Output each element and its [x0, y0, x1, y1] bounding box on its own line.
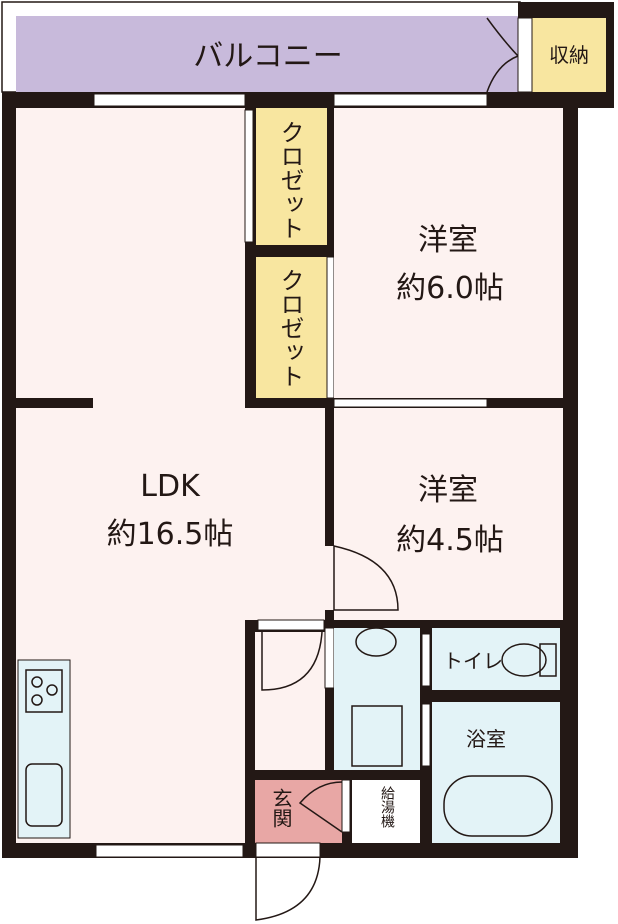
- toilet-bowl-icon: [501, 643, 547, 677]
- ldk-size: 約16.5帖: [107, 517, 234, 552]
- window-bedroom-1-2: [333, 398, 488, 408]
- front-door-swing: [255, 856, 321, 921]
- bath-label: 浴室: [466, 727, 506, 751]
- hallway: [255, 632, 325, 770]
- bathtub-icon: [443, 775, 553, 837]
- window-ldk: [93, 93, 246, 107]
- ldk: [16, 408, 325, 620]
- wash-basin-icon: [355, 627, 397, 657]
- bedroom-2-door-swing: [333, 545, 399, 611]
- bedroom-1-name: 洋室: [418, 223, 478, 258]
- window-bedroom-1: [333, 93, 488, 107]
- stove-icon: [25, 669, 63, 713]
- closet-upper-label: クロゼット: [276, 120, 304, 240]
- washing-machine-pan-icon: [351, 705, 403, 767]
- bedroom-2: [334, 408, 563, 620]
- hallway-door-swing: [261, 631, 323, 691]
- sink-icon: [25, 763, 63, 827]
- storage-door: [517, 17, 533, 93]
- closet-lower-label: クロゼット: [276, 268, 304, 388]
- balcony-door-swing: [486, 17, 519, 93]
- entrance: [255, 780, 342, 843]
- ldk-name: LDK: [140, 469, 201, 504]
- toilet-tank-icon: [539, 643, 557, 677]
- bathroom: [432, 702, 560, 843]
- bedroom-1-size: 約6.0帖: [396, 271, 504, 306]
- closet-upper: [256, 108, 327, 245]
- storage: [532, 18, 606, 92]
- closet-upper-door: [244, 109, 254, 243]
- closet-lower-door: [326, 256, 335, 399]
- washroom: [334, 628, 420, 770]
- balcony-label: バルコニー: [193, 39, 342, 74]
- storage-label: 収納: [549, 43, 589, 67]
- closet-lower: [256, 257, 327, 398]
- balcony: [16, 16, 520, 94]
- bedroom-1: [334, 108, 563, 398]
- bedroom-2-name: 洋室: [418, 473, 478, 508]
- ldk-upper: [16, 108, 245, 398]
- water-heater: [352, 780, 420, 843]
- front-door: [255, 842, 321, 858]
- entrance-label: 玄関: [269, 788, 293, 828]
- bedroom-2-size: 約4.5帖: [396, 523, 504, 558]
- toilet-label: トイレ: [443, 649, 503, 673]
- window-ldk-bottom: [95, 844, 244, 858]
- toilet-room: [432, 628, 560, 690]
- entrance-inner-door-swing: [298, 781, 343, 833]
- water-heater-label: 給湯機: [379, 786, 395, 829]
